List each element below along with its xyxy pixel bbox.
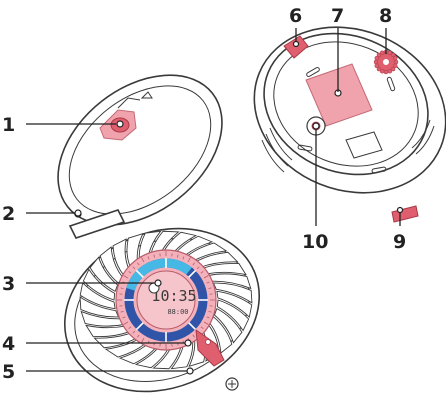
speaker-tooth	[380, 51, 384, 55]
speaker-tooth	[388, 69, 392, 73]
callout-5: 5	[2, 361, 15, 383]
speaker-tooth	[394, 60, 398, 64]
speaker-tooth	[384, 70, 388, 74]
speaker-tooth	[374, 60, 378, 64]
display-subtext: 88:00	[167, 308, 188, 316]
callout-3: 3	[2, 273, 15, 295]
callout-1: 1	[2, 114, 15, 136]
callout-8: 8	[379, 5, 392, 27]
callout-9: 9	[393, 231, 406, 253]
speaker-tooth	[393, 56, 397, 60]
callout-2: 2	[2, 203, 15, 225]
speaker-tooth	[375, 64, 379, 68]
callout-4: 4	[2, 333, 15, 355]
callout-6: 6	[289, 5, 302, 27]
side-switch	[392, 206, 418, 222]
callout-7: 7	[331, 5, 344, 27]
lid	[29, 45, 250, 256]
callout-10: 10	[302, 231, 328, 253]
